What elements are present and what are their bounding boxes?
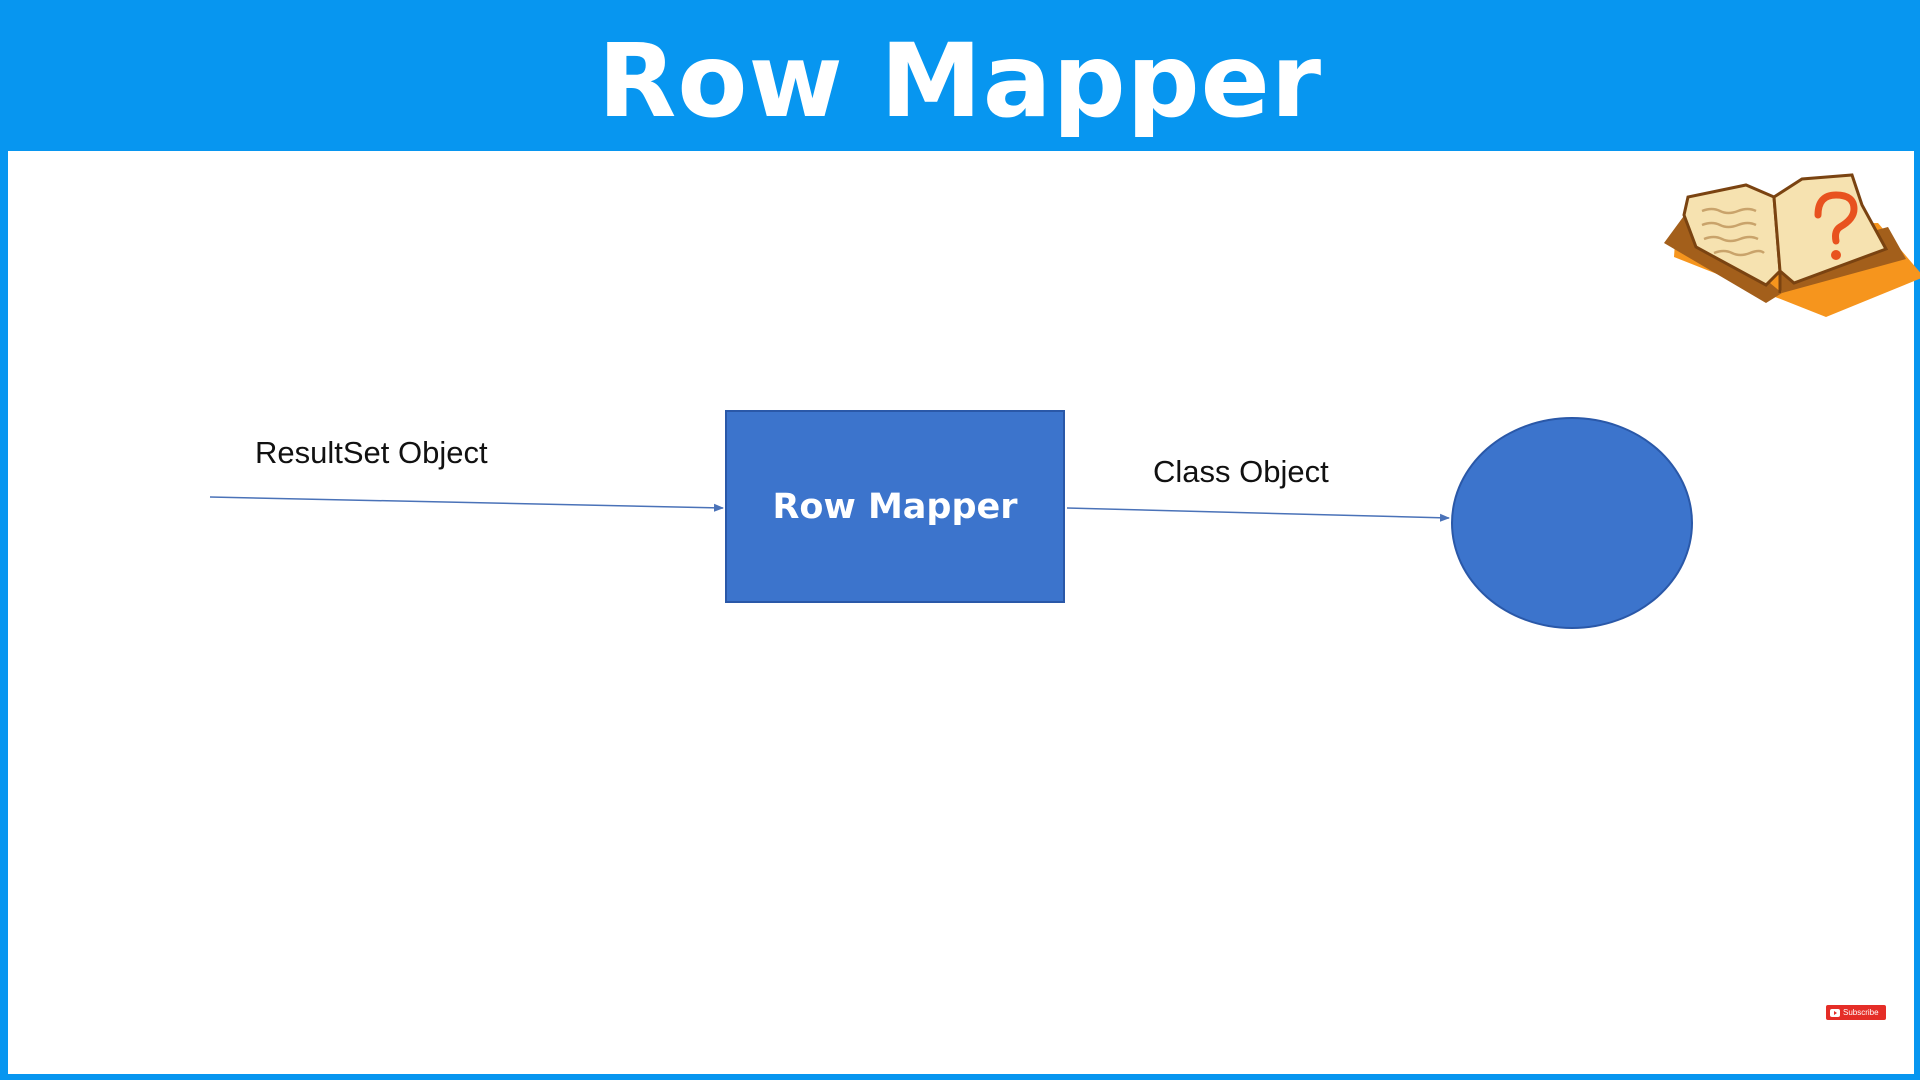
- open-book-question-icon: [1664, 173, 1920, 317]
- title-bar: Row Mapper: [0, 0, 1920, 150]
- youtube-play-icon: [1830, 1008, 1840, 1017]
- row-mapper-label: Row Mapper: [772, 486, 1018, 527]
- input-arrow: [209, 496, 724, 512]
- subscribe-label: Subscribe: [1843, 1008, 1879, 1017]
- diagram-arrows: [209, 496, 1450, 522]
- resultset-object-label: ResultSet Object: [255, 435, 488, 470]
- class-object-label: Class Object: [1153, 454, 1329, 489]
- subscribe-badge[interactable]: Subscribe: [1826, 1005, 1886, 1020]
- output-arrow: [1066, 507, 1450, 522]
- class-object-ellipse: [1451, 417, 1693, 629]
- row-mapper-box: Row Mapper: [725, 410, 1065, 603]
- slide-title: Row Mapper: [597, 22, 1323, 141]
- slide-content: ResultSet Object Row Mapper Class Object…: [8, 151, 1920, 1074]
